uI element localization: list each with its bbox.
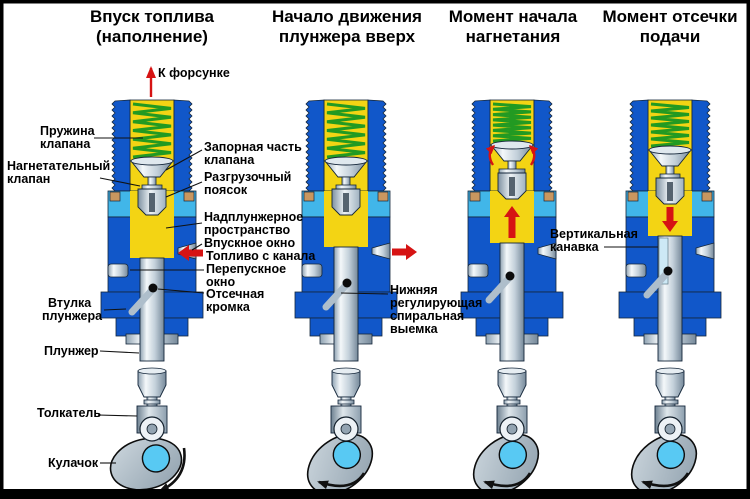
labels-layer: Впуск топлива (наполнение) Начало движен… bbox=[7, 7, 738, 470]
label-to-injector: К форсунке bbox=[158, 66, 230, 80]
leader-unloading-collar bbox=[165, 181, 203, 198]
label-plunger-sleeve-1: Втулка bbox=[48, 296, 92, 310]
leader-locking-part bbox=[165, 149, 203, 171]
title-intake-1: Впуск топлива bbox=[90, 7, 214, 26]
pump-shapes-layer bbox=[100, 66, 722, 495]
title-cutoff-1: Момент отсечки bbox=[602, 7, 737, 26]
title-delivery-1: Момент начала bbox=[449, 7, 578, 26]
leader-cutoff-edge bbox=[157, 288, 205, 294]
label-fuel-from-channel: Топливо с канала bbox=[206, 249, 316, 263]
label-cutoff-edge-2: кромка bbox=[206, 300, 251, 314]
leader-above-plunger-space bbox=[165, 222, 203, 229]
label-valve-spring-2: клапана bbox=[40, 137, 91, 151]
title-delivery-2: нагнетания bbox=[466, 27, 561, 46]
label-vertical-groove-2: канавка bbox=[550, 240, 600, 254]
label-locking-part-1: Запорная часть bbox=[204, 140, 302, 154]
label-lower-helix-4: выемка bbox=[390, 322, 439, 336]
label-locking-part-2: клапана bbox=[204, 153, 255, 167]
label-unloading-collar-2: поясок bbox=[204, 183, 248, 197]
label-tappet: Толкатель bbox=[37, 406, 101, 420]
label-valve-spring-1: Пружина bbox=[40, 124, 96, 138]
label-cam: Кулачок bbox=[48, 456, 99, 470]
leader-lines-layer bbox=[94, 137, 658, 464]
label-unloading-collar-1: Разгрузочный bbox=[204, 170, 291, 184]
leader-delivery-valve bbox=[99, 177, 141, 187]
label-vertical-groove-1: Вертикальная bbox=[550, 227, 638, 241]
label-above-plunger-space-1: Надплунжерное bbox=[204, 210, 303, 224]
leader-tappet bbox=[97, 414, 138, 417]
label-plunger-sleeve-2: плунжера bbox=[42, 309, 103, 323]
title-upstroke-2: плунжера вверх bbox=[279, 27, 416, 46]
leader-lower-helix bbox=[340, 292, 389, 295]
label-inlet-window: Впускное окно bbox=[204, 236, 295, 250]
label-lower-helix-2: регулирующая bbox=[390, 296, 482, 310]
leader-inlet-window bbox=[191, 243, 203, 251]
leader-plunger bbox=[99, 350, 140, 354]
label-bypass-window-1: Перепускное bbox=[206, 262, 286, 276]
pump-cutoff bbox=[618, 99, 722, 495]
label-delivery-valve-2: клапан bbox=[7, 172, 50, 186]
pump-intake bbox=[100, 99, 204, 493]
frame-bottom-bar bbox=[0, 489, 750, 499]
label-plunger: Плунжер bbox=[44, 344, 99, 358]
title-intake-2: (наполнение) bbox=[96, 27, 208, 46]
label-above-plunger-space-2: пространство bbox=[204, 223, 290, 237]
pump-upstroke bbox=[294, 99, 417, 495]
label-lower-helix-1: Нижняя bbox=[390, 283, 438, 297]
label-bypass-window-2: окно bbox=[206, 275, 235, 289]
label-lower-helix-3: спиральная bbox=[390, 309, 464, 323]
label-delivery-valve-1: Нагнетательный bbox=[7, 159, 110, 173]
title-upstroke-1: Начало движения bbox=[272, 7, 422, 26]
leader-plunger-sleeve bbox=[103, 308, 127, 311]
title-cutoff-2: подачи bbox=[640, 27, 701, 46]
label-cutoff-edge-1: Отсечная bbox=[206, 287, 264, 301]
pump-delivery bbox=[460, 99, 564, 495]
